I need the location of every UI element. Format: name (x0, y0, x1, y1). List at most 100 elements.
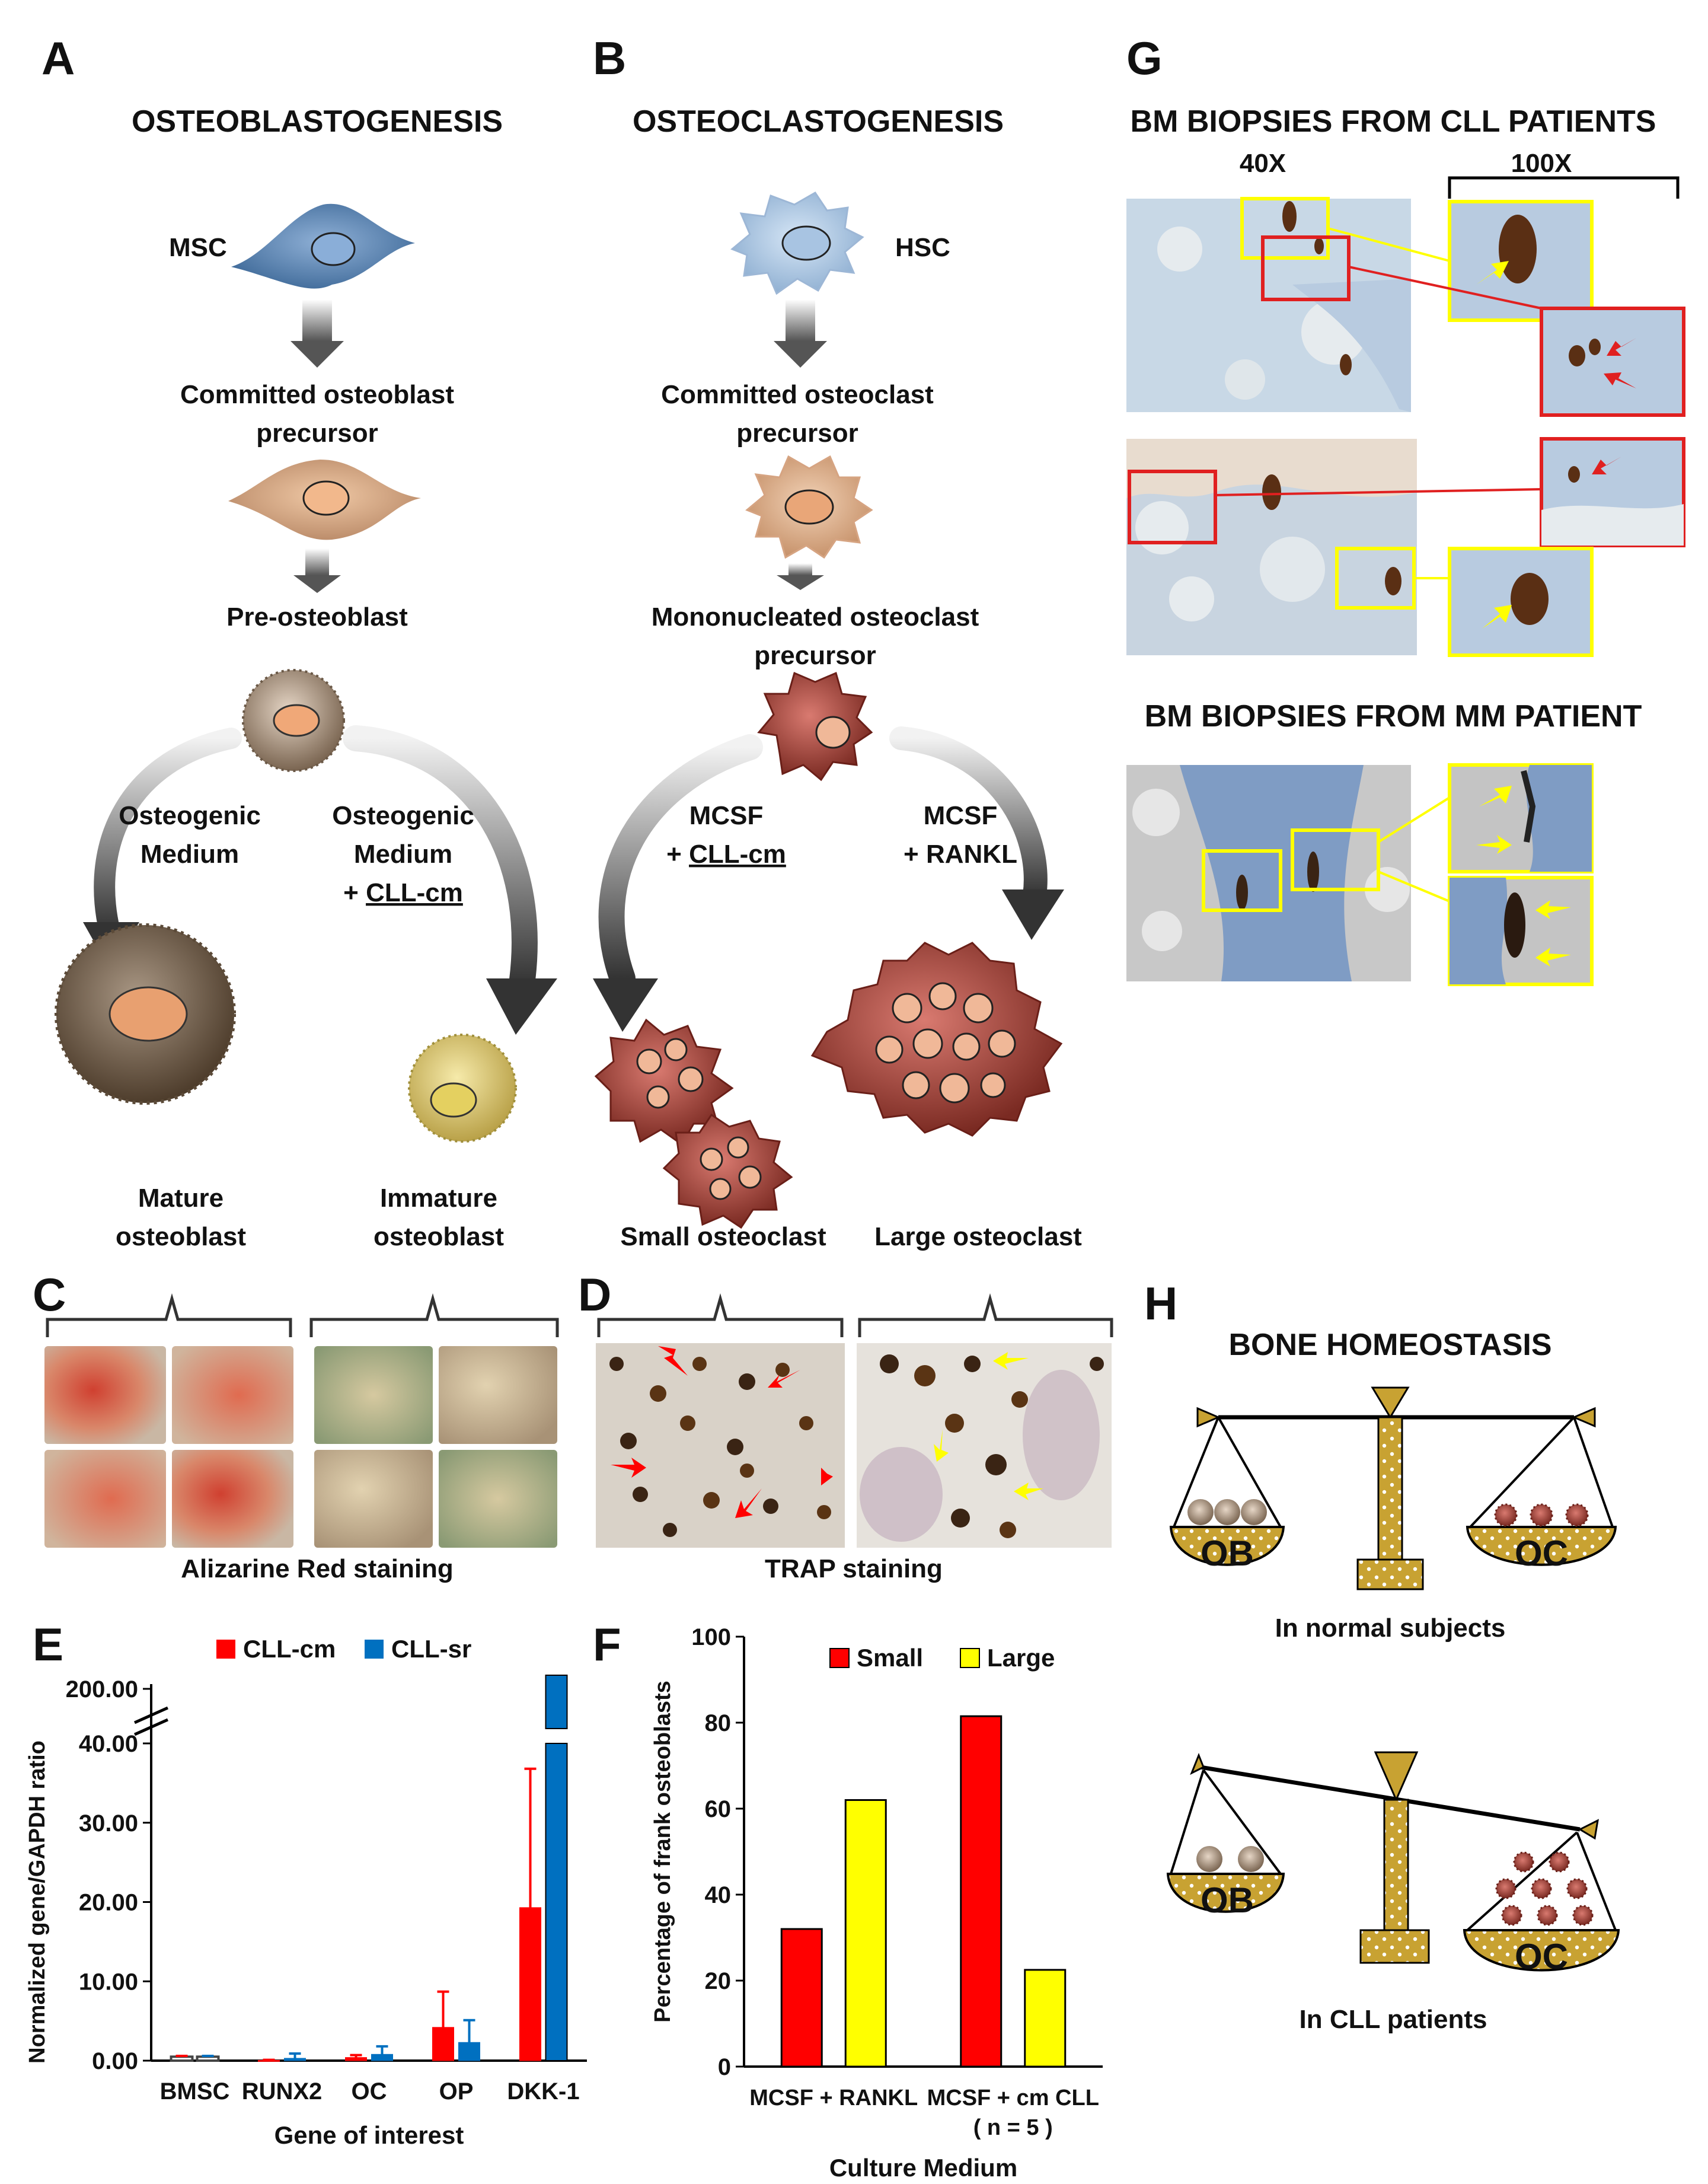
trap-image-left (596, 1343, 845, 1548)
panel-e: E 0.0010.0020.0030.0040.00200.00Normaliz… (25, 1618, 587, 2149)
legend-swatch (216, 1640, 235, 1659)
immature-osteoblast-label-1: Immature (380, 1184, 497, 1213)
arrow-yellow (1482, 605, 1512, 629)
arrow-red (768, 1370, 800, 1388)
magnification-100x-label: 100X (1511, 149, 1572, 178)
arrow-red (1604, 372, 1636, 388)
highlight-box-red (1128, 470, 1217, 544)
legend-label: CLL-sr (391, 1635, 471, 1663)
msc-label: MSC (169, 233, 227, 262)
x-tick-label: MCSF + RANKL (749, 2086, 918, 2110)
connector-red (1215, 488, 1542, 496)
panel-label-f: F (593, 1618, 621, 1670)
connector-yellow (1327, 227, 1450, 262)
bar (345, 2057, 367, 2061)
curved-arrow-right-a (343, 725, 557, 1035)
arrow-red (611, 1458, 646, 1478)
arrow-yellow (993, 1352, 1029, 1370)
panel-a: A OSTEOBLASTOGENESIS MSC Committed osteo… (41, 32, 557, 1251)
alizarin-well-image (172, 1346, 293, 1444)
mcsf-cllcm-label-2: + CLL-cm (666, 840, 786, 869)
x-tick-label: OC (352, 2078, 387, 2105)
committed-osteoclast-cell (745, 455, 873, 559)
y-axis-title: Normalized gene/GAPDH ratio (25, 1740, 50, 2064)
bar (170, 2055, 194, 2062)
oc-label-cll: OC (1515, 1937, 1568, 1976)
chart-e: 0.0010.0020.0030.0040.00200.00Normalized… (25, 1635, 587, 2149)
legend-label: Large (987, 1644, 1055, 1672)
arrow-red (658, 1346, 688, 1376)
panel-b: B OSTEOCLASTOGENESIS HSC Committed osteo… (593, 32, 1082, 1251)
panel-label-e: E (33, 1618, 63, 1670)
bar (519, 1907, 541, 2061)
x-tick-label: BMSC (160, 2078, 230, 2105)
y-tick-label: 60 (705, 1796, 732, 1822)
pre-osteoblast-label: Pre-osteoblast (226, 602, 408, 632)
bar-break-segment (545, 1675, 568, 1729)
bar (1024, 1969, 1067, 2068)
mcsf-cllcm-label-1: MCSF (689, 801, 764, 830)
x-tick-note: ( n = 5 ) (973, 2115, 1053, 2140)
magnification-40x-label: 40X (1240, 149, 1286, 178)
arrow-yellow (1476, 261, 1509, 285)
bar (196, 2055, 220, 2062)
connector-yellow (1377, 796, 1451, 843)
ob-label-cll: OB (1201, 1880, 1254, 1920)
bar (960, 1715, 1003, 2068)
committed-osteoblast-cell (228, 460, 421, 540)
curved-arrow-right-b (889, 726, 1064, 940)
cll-biopsy-100x-1b (1540, 307, 1685, 417)
alizarin-well-image (439, 1346, 557, 1444)
balance-normal: OB OC (1169, 1386, 1617, 1590)
small-osteoclast-cell-1 (594, 1018, 734, 1146)
hsc-label: HSC (895, 233, 950, 262)
panel-a-title: OSTEOBLASTOGENESIS (132, 104, 503, 139)
mature-osteoblast-cell (55, 923, 236, 1105)
y-tick-label: 80 (705, 1710, 732, 1736)
hsc-cell-illustration (730, 192, 864, 295)
mononucleated-osteoclast-label-1: Mononucleated osteoclast (652, 602, 979, 632)
trap-image-right (857, 1343, 1112, 1548)
y-tick-label: 0.00 (92, 2048, 138, 2074)
alizarin-well-image (44, 1346, 166, 1444)
panel-label-c: C (33, 1268, 66, 1321)
normal-subjects-caption: In normal subjects (1275, 1614, 1506, 1643)
panel-c: C Alizarine Red staining (33, 1268, 559, 1583)
curved-arrow-left-b (593, 734, 763, 1032)
down-arrow-b1 (774, 299, 827, 368)
balance-cll: OB OC (1166, 1751, 1620, 1976)
arrow-yellow (1476, 835, 1512, 854)
committed-osteoclast-label-1: Committed osteoclast (661, 380, 934, 409)
arrow-red (1592, 457, 1621, 474)
y-tick-label: 200.00 (66, 1676, 138, 1702)
panel-label-h: H (1144, 1277, 1177, 1329)
oc-label-normal: OC (1515, 1533, 1568, 1573)
bracket-d-left (597, 1293, 844, 1337)
highlight-box-yellow (1291, 828, 1380, 891)
legend-swatch (960, 1648, 980, 1668)
osteogenic-cllcm-label-1: Osteogenic (332, 801, 474, 830)
arrow-red (1607, 338, 1636, 356)
y-tick-label: 20.00 (79, 1890, 138, 1916)
mm-biopsy-40x (1126, 765, 1411, 981)
osteogenic-cllcm-label-2: Medium (354, 840, 452, 869)
axis-break-mark (133, 1706, 169, 1724)
axis-break-mark (133, 1718, 169, 1736)
connector-yellow (1378, 871, 1450, 903)
cll-biopsy-100x-2b (1448, 547, 1594, 657)
panel-h: H BONE HOMEOSTASIS OB OC In normal subje… (1144, 1277, 1620, 2034)
ob-label-normal: OB (1201, 1533, 1254, 1573)
arrow-yellow (1014, 1482, 1043, 1500)
committed-osteoblast-label-2: precursor (256, 419, 378, 448)
arrow-yellow (1535, 900, 1571, 919)
y-tick-label: 30.00 (79, 1810, 138, 1837)
alizarin-well-image (439, 1450, 557, 1548)
down-arrow-a1 (290, 299, 344, 368)
bracket-c-left (46, 1293, 292, 1337)
y-tick-label: 100 (691, 1624, 731, 1650)
legend-label: CLL-cm (243, 1635, 336, 1663)
bracket-d-right (858, 1293, 1113, 1337)
panel-label-a: A (41, 32, 75, 84)
x-axis-title: Gene of interest (274, 2121, 464, 2149)
